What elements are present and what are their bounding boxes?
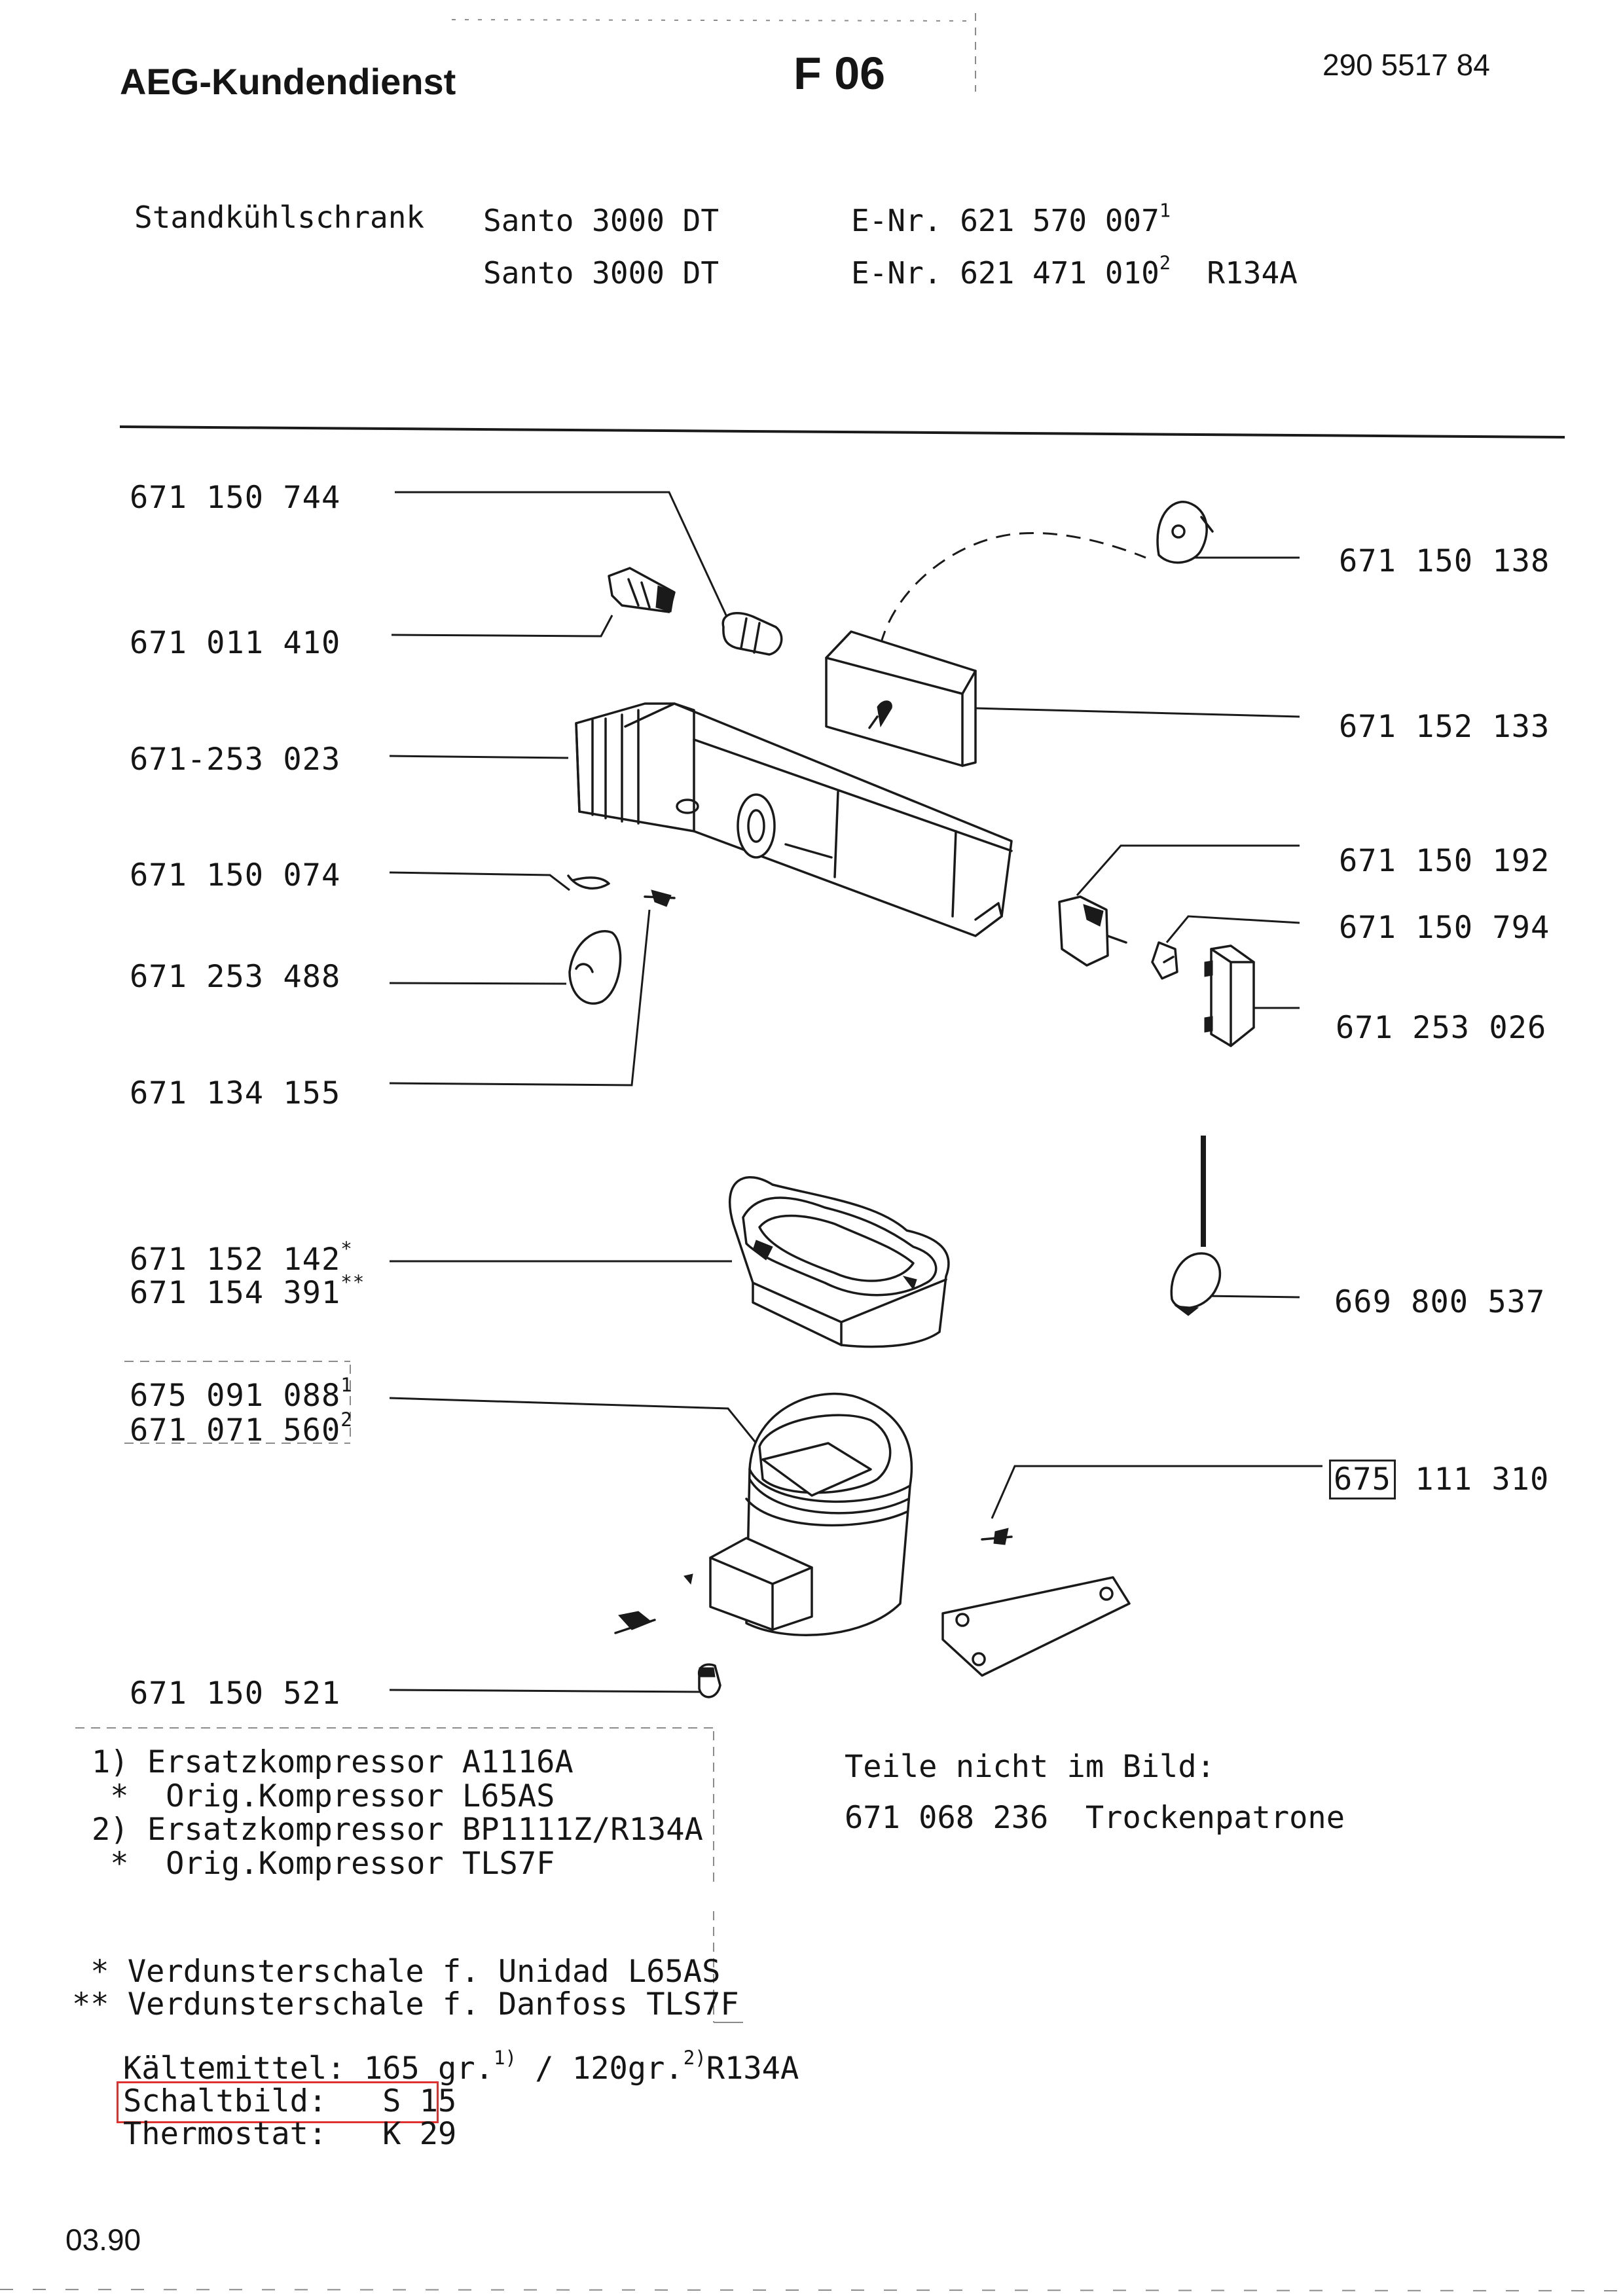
tray-note: ** Verdunsterschale f. Danfoss TLS7F <box>72 1986 739 2022</box>
model-name-2: Santo 3000 DT <box>483 255 720 291</box>
model-name-1: Santo 3000 DT <box>483 203 720 238</box>
capillary-dashed-line <box>879 531 1146 645</box>
sensor-drawing <box>1156 501 1214 564</box>
lamp-bulb-drawing <box>721 612 783 656</box>
issue-date: 03.90 <box>65 2223 141 2257</box>
part-number-left: 671 152 142* <box>130 1238 353 1278</box>
not-pictured-item: 671 068 236 Trockenpatrone <box>845 1800 1345 1836</box>
part-number-right: 671 152 133 <box>1339 709 1550 745</box>
document-number: 290 5517 84 <box>1322 48 1490 82</box>
control-box-drawing <box>825 630 977 767</box>
leader-lines-left <box>389 491 757 1693</box>
refrigerant-spec: Kältemittel: 165 gr.1) / 120gr.2)R134A <box>123 2047 799 2087</box>
light-housing-drawing <box>575 702 1013 937</box>
sheet-code: F 06 <box>793 48 886 99</box>
probe-drawing <box>1170 1136 1222 1316</box>
brand-name: AEG-Kundendienst <box>120 61 456 102</box>
part-number-left: 671 150 744 <box>130 480 341 516</box>
knob-drawing <box>568 930 622 1005</box>
tray-note: * Verdunsterschale f. Unidad L65AS <box>72 1954 721 1990</box>
lamp-socket-drawing <box>608 567 676 613</box>
model-enr-1: E-Nr. 621 570 0071 <box>851 200 1171 238</box>
evaporation-tray-drawing <box>729 1175 950 1348</box>
bracket-drawing <box>1204 944 1255 1047</box>
part-number-left: 675 091 0881 <box>130 1374 353 1414</box>
part-number-left: 671 134 155 <box>130 1075 341 1111</box>
small-clips-drawing <box>567 874 676 907</box>
part-number-left: 671 011 410 <box>130 625 341 661</box>
part-number-left: 671 253 488 <box>130 959 341 995</box>
model-enr-2: E-Nr. 621 471 0102 R134A <box>851 252 1298 291</box>
part-number-right: 675 111 310 <box>1329 1460 1549 1499</box>
part-number-left: 671 154 391** <box>130 1271 365 1311</box>
part-number-right: 671 253 026 <box>1336 1010 1547 1046</box>
compressor-note: * Orig.Kompressor TLS7F <box>92 1846 555 1882</box>
appliance-type: Standkühlschrank <box>134 200 425 235</box>
thermostat-spec: Thermostat: K 29 <box>123 2116 457 2152</box>
part-number-right: 671 150 794 <box>1339 910 1550 946</box>
compressor-drawing <box>614 1392 1131 1698</box>
leader-lines-right <box>974 556 1322 1519</box>
compressor-note: 1) Ersatzkompressor A1116A <box>92 1744 574 1780</box>
part-number-left: 671 071 5602 <box>130 1408 353 1448</box>
wiring-diagram-spec: Schaltbild: S 15 <box>123 2083 457 2119</box>
header-rule <box>119 425 1565 439</box>
part-number-left: 671-253 023 <box>130 742 341 778</box>
part-number-left: 671 150 074 <box>130 857 341 893</box>
part-number-right: 669 800 537 <box>1334 1284 1546 1320</box>
part-number-left: 671 150 521 <box>130 1676 341 1712</box>
not-pictured-title: Teile nicht im Bild: <box>845 1749 1215 1785</box>
notes-frame <box>0 13 1623 2291</box>
switch-drawing <box>1058 895 1178 980</box>
compressor-note: * Orig.Kompressor L65AS <box>92 1778 555 1814</box>
part-number-right: 671 150 192 <box>1339 843 1550 879</box>
compressor-note: 2) Ersatzkompressor BP1111Z/R134A <box>92 1812 703 1848</box>
part-number-right: 671 150 138 <box>1339 543 1550 579</box>
wiring-diagram-highlight <box>117 2081 439 2123</box>
